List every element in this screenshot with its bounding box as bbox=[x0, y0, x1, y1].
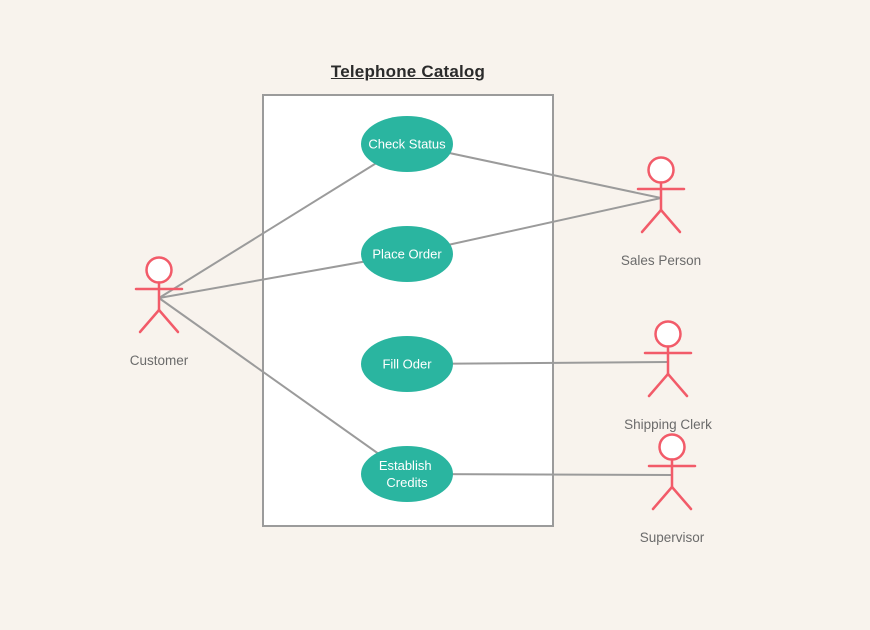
actor-head bbox=[658, 433, 686, 461]
actor-label: Shipping Clerk bbox=[624, 417, 712, 432]
actor-label: Supervisor bbox=[640, 530, 705, 545]
use-case-ellipse[interactable] bbox=[361, 446, 453, 502]
use-case-fill-oder[interactable]: Fill Oder bbox=[361, 336, 453, 392]
connector-customer-check-status[interactable] bbox=[158, 143, 408, 299]
actor-leg-left bbox=[138, 308, 161, 334]
actor-label: Customer bbox=[130, 353, 189, 368]
actor-leg-right bbox=[659, 208, 682, 234]
use-case-ellipse[interactable] bbox=[361, 336, 453, 392]
use-case-establish-credits[interactable]: Establish Credits bbox=[361, 446, 453, 502]
use-case-ellipse[interactable] bbox=[361, 116, 453, 172]
actor-leg-right bbox=[670, 485, 693, 511]
use-case-check-status[interactable]: Check Status bbox=[361, 116, 453, 172]
use-case-label: Fill Oder bbox=[382, 357, 432, 372]
actor-leg-right bbox=[157, 308, 180, 334]
actor-leg-left bbox=[647, 372, 670, 398]
use-case-ellipse[interactable] bbox=[361, 226, 453, 282]
actor-shipping-clerk[interactable]: Shipping Clerk bbox=[624, 320, 712, 433]
actor-leg-right bbox=[666, 372, 689, 398]
use-case-label: Place Order bbox=[372, 247, 442, 262]
actor-head bbox=[654, 320, 682, 348]
connector-customer-establish-credits[interactable] bbox=[158, 297, 408, 475]
use-case-label: Check Status bbox=[368, 137, 446, 152]
actor-leg-left bbox=[640, 208, 663, 234]
actor-customer[interactable]: Customer bbox=[130, 256, 189, 369]
actor-supervisor[interactable]: Supervisor bbox=[640, 433, 705, 546]
actor-sales-person[interactable]: Sales Person bbox=[621, 156, 701, 269]
actor-head bbox=[145, 256, 173, 284]
use-case-label: Establish Credits bbox=[379, 458, 435, 490]
actor-head bbox=[647, 156, 675, 184]
actor-label: Sales Person bbox=[621, 253, 701, 268]
actor-leg-left bbox=[651, 485, 674, 511]
use-case-place-order[interactable]: Place Order bbox=[361, 226, 453, 282]
